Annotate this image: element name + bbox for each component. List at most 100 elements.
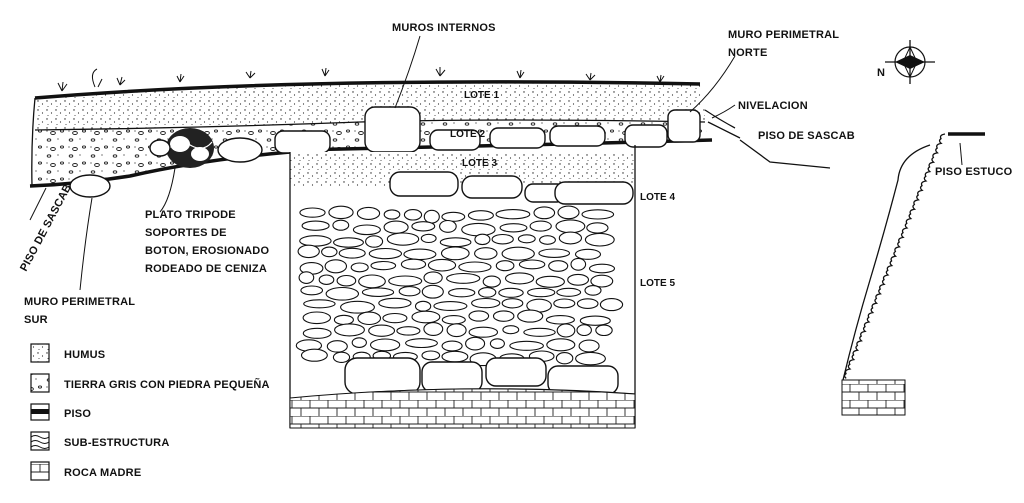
cobble-stone — [465, 336, 486, 351]
label-lote1: LOTE 1 — [464, 90, 499, 101]
cobble-stone — [478, 287, 497, 298]
cobble-stone — [446, 323, 467, 338]
cobble-stone — [584, 232, 615, 247]
cobble-stone — [539, 235, 556, 245]
cobble-stone — [448, 288, 476, 298]
cobble-stone — [433, 301, 468, 311]
cobble-stone — [423, 209, 440, 224]
cobble-stone — [340, 300, 375, 314]
leader-lines — [29, 35, 963, 291]
label-piso-sascab-right: PISO DE SASCAB — [758, 130, 855, 142]
cobble-stone — [586, 222, 609, 234]
cobble-stone — [517, 234, 536, 244]
cobble-stone — [523, 327, 556, 337]
label-lote2: LOTE 2 — [450, 129, 485, 140]
cobble-stone — [439, 237, 472, 248]
cobble-stone — [388, 275, 423, 287]
label-muro-perimetral-norte-2: NORTE — [728, 47, 768, 59]
cobble-stone — [502, 325, 520, 335]
cobble-stone — [468, 326, 499, 338]
cobble-stone — [423, 271, 443, 285]
cobble-stone — [439, 219, 457, 233]
cobble-stone — [518, 259, 546, 270]
cobble-stone — [527, 287, 556, 298]
cobble-stone — [468, 310, 490, 322]
cobble-stone — [545, 315, 575, 325]
label-plato-1: PLATO TRIPODE — [145, 209, 236, 221]
cobble-stone — [303, 299, 336, 309]
cobble-stone — [440, 246, 470, 261]
muro-sur-stone — [69, 174, 111, 198]
label-muro-perimetral-sur: MURO PERIMETRAL — [24, 296, 135, 308]
cobble-stone — [411, 221, 436, 232]
legend-label: PISO — [64, 408, 91, 420]
cobble-stone — [575, 351, 606, 366]
cobble-stone — [578, 339, 600, 353]
cobble-stone — [423, 322, 444, 336]
cobble-stone — [535, 275, 565, 288]
cobble-stone — [492, 310, 515, 322]
cobble-stone — [400, 258, 427, 270]
label-lote3: LOTE 3 — [462, 158, 497, 169]
label-muros-internos: MUROS INTERNOS — [392, 22, 496, 34]
cobble-stone — [588, 263, 616, 274]
cobble-stone — [333, 314, 354, 326]
cobble-stone — [396, 326, 421, 336]
cobble-stone — [574, 248, 602, 260]
cobble-stone — [321, 246, 338, 258]
cobble-stone — [352, 224, 381, 236]
cobble-stone — [498, 287, 524, 298]
cobble-stone — [324, 259, 348, 274]
cobble-stone — [361, 287, 395, 297]
cobble-stone — [398, 286, 421, 297]
north-label: N — [877, 67, 885, 79]
cobble-stone — [350, 262, 369, 273]
cobble-stone — [403, 209, 423, 221]
legend-label: SUB-ESTRUCTURA — [64, 437, 169, 449]
cobble-stone — [383, 209, 401, 220]
cobble-stone — [302, 311, 332, 325]
label-lote5: LOTE 5 — [640, 278, 675, 289]
cobble-stone — [474, 233, 491, 246]
cobble-stone — [441, 211, 466, 222]
label-lote4: LOTE 4 — [640, 192, 675, 203]
cobble-stone — [333, 237, 364, 248]
cobble-stone — [302, 327, 332, 339]
cobble-stone — [584, 285, 602, 296]
cobble-stone — [421, 350, 441, 361]
cobble-stone — [368, 324, 396, 337]
label-plato-4: RODEADO DE CENIZA — [145, 263, 267, 275]
cobble-stone — [446, 272, 481, 284]
cobble-stone — [420, 233, 437, 244]
cobble-stone — [369, 338, 401, 352]
cobble-stone — [489, 338, 505, 349]
cobble-stone — [590, 274, 614, 288]
cobble-stone — [495, 260, 515, 272]
excavation-pit — [289, 145, 636, 429]
legend-label: ROCA MADRE — [64, 467, 141, 479]
cobble-stone — [576, 298, 599, 309]
cobble-stone — [495, 209, 531, 220]
cobble-stone — [378, 297, 412, 309]
cobble-stone — [382, 312, 408, 324]
cobble-stone — [567, 273, 590, 286]
cobble-stone — [300, 348, 328, 362]
cobble-stone — [334, 323, 365, 337]
cobble-stone — [351, 337, 367, 348]
cobble-stone — [338, 247, 366, 259]
vegetation — [57, 67, 665, 92]
cobble-stone — [370, 260, 397, 271]
cobble-stone — [326, 340, 348, 353]
cobble-stone — [461, 222, 496, 237]
cobble-stone — [576, 324, 592, 337]
legend-label: HUMUS — [64, 349, 105, 361]
cobble-stone — [365, 235, 384, 248]
cobble-stone — [414, 300, 432, 312]
cobble-stone — [299, 235, 332, 247]
cobble-stone — [318, 274, 335, 285]
cobble-stone — [441, 340, 463, 352]
cobble-stone — [482, 275, 501, 288]
label-nivelacion: NIVELACION — [738, 100, 808, 112]
legend-item-sub-estructura: SUB-ESTRUCTURA — [30, 431, 169, 451]
